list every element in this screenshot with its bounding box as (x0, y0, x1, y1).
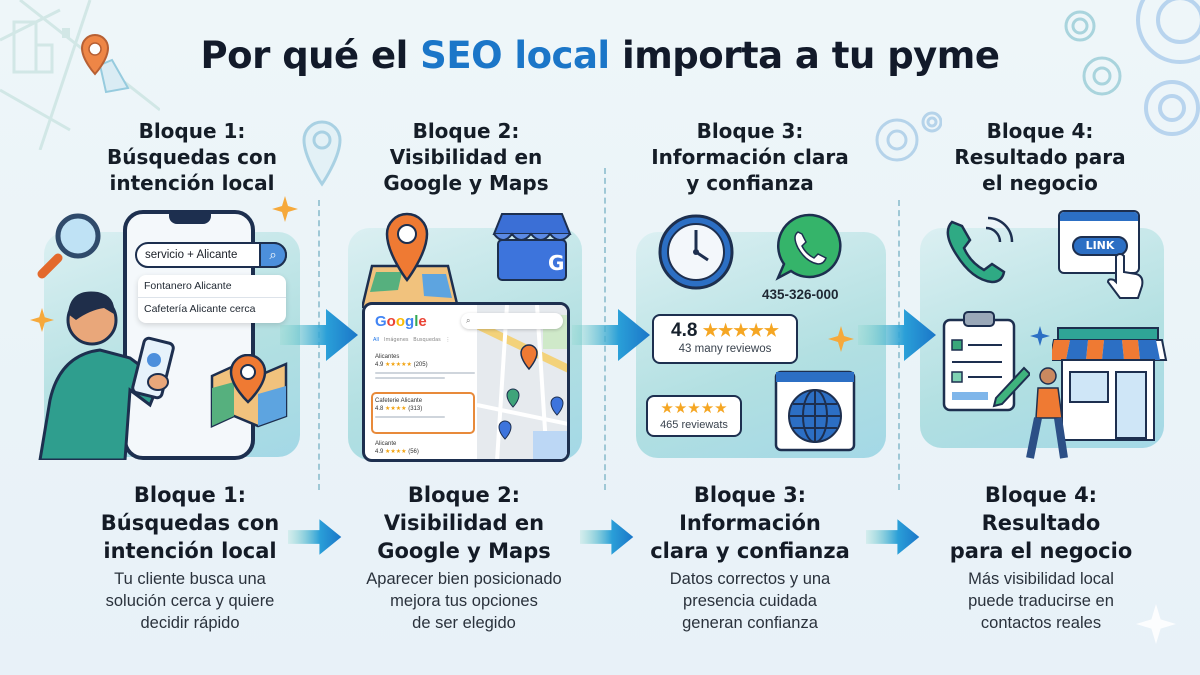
google-logo: Google (375, 313, 427, 330)
highlighted-result (371, 392, 475, 434)
rating-value: 4.8 (671, 320, 698, 341)
browser-link-icon: LINK (1058, 210, 1140, 274)
google-result-item-highlighted: Cafeterie Alicante 4.8 ★★★★ (313) (375, 397, 475, 418)
flow-arrow-icon (580, 519, 634, 555)
page-title: Por qué el SEO local importa a tu pyme (0, 34, 1200, 77)
rating-stars: ★★★★★ (702, 321, 779, 340)
title-highlight: SEO local (420, 34, 610, 77)
search-suggestions: Fontanero Alicante Cafetería Alicante ce… (138, 275, 286, 323)
background-gear-small-icon (872, 110, 943, 170)
map-icon (362, 264, 458, 308)
flow-arrow-icon (280, 309, 358, 361)
google-tabs: All Imágenes Busquedas ⋮ (373, 337, 451, 343)
background-pin-outline-icon (300, 118, 344, 188)
google-business-store-icon: G (492, 213, 572, 281)
background-gears-icon (1064, 0, 1200, 136)
google-search-input: ⌕ (461, 313, 563, 329)
google-result-item: Alicantes 4.9 ★★★★★ (205) (375, 353, 475, 379)
pointer-hand-icon (1106, 253, 1144, 299)
phone-number: 435-326-000 (762, 287, 839, 302)
title-prefix: Por qué el (200, 34, 421, 77)
sparkle-icon (828, 326, 854, 352)
whatsapp-icon (775, 213, 842, 281)
rating-stars: ★★★★★ (660, 400, 728, 417)
rating-label: 43 many reviewos (678, 343, 772, 355)
map-view-icon (475, 305, 567, 459)
flow-arrow-icon (288, 519, 342, 555)
sparkle-icon (30, 308, 54, 332)
clipboard-checklist-icon (942, 311, 1030, 412)
sparkle-icon (1030, 326, 1050, 346)
person-icon (38, 291, 175, 460)
flow-arrow-icon (572, 309, 650, 361)
globe-icon (774, 370, 856, 452)
rating-bubble-secondary: ★★★★★ 465 reviewats (646, 395, 742, 437)
flow-arrow-icon (858, 309, 936, 361)
map-pin-icon (385, 212, 429, 283)
watermark-sparkle-icon (1136, 604, 1176, 644)
map-pin-icon (229, 354, 267, 404)
link-button: LINK (1072, 236, 1128, 256)
google-results-card: Google ⌕ All Imágenes Busquedas ⋮ Alican… (362, 302, 570, 462)
sparkle-icon (272, 196, 298, 222)
rating-bubble-main: 4.8 ★★★★★ 43 many reviewos (652, 314, 798, 364)
suggestion-item: Fontanero Alicante (144, 280, 232, 292)
rating-label: 465 reviewats (660, 419, 728, 431)
walking-person-icon (1026, 367, 1068, 459)
search-icon: ⌕ (259, 242, 287, 268)
storefront-icon (1052, 327, 1168, 441)
phone-call-icon (946, 216, 1014, 284)
google-result-item: Alicante 4.9 ★★★★ (56) (375, 441, 419, 455)
search-input: servicio + Alicante ⌕ (135, 242, 287, 268)
magnifier-icon (37, 213, 101, 279)
title-suffix: importa a tu pyme (609, 34, 1000, 77)
svg-text:G: G (548, 251, 564, 275)
flow-arrow-icon (866, 519, 920, 555)
suggestion-item: Cafetería Alicante cerca (138, 297, 286, 320)
background-city-map-icon (0, 0, 160, 150)
clock-icon (658, 214, 734, 290)
